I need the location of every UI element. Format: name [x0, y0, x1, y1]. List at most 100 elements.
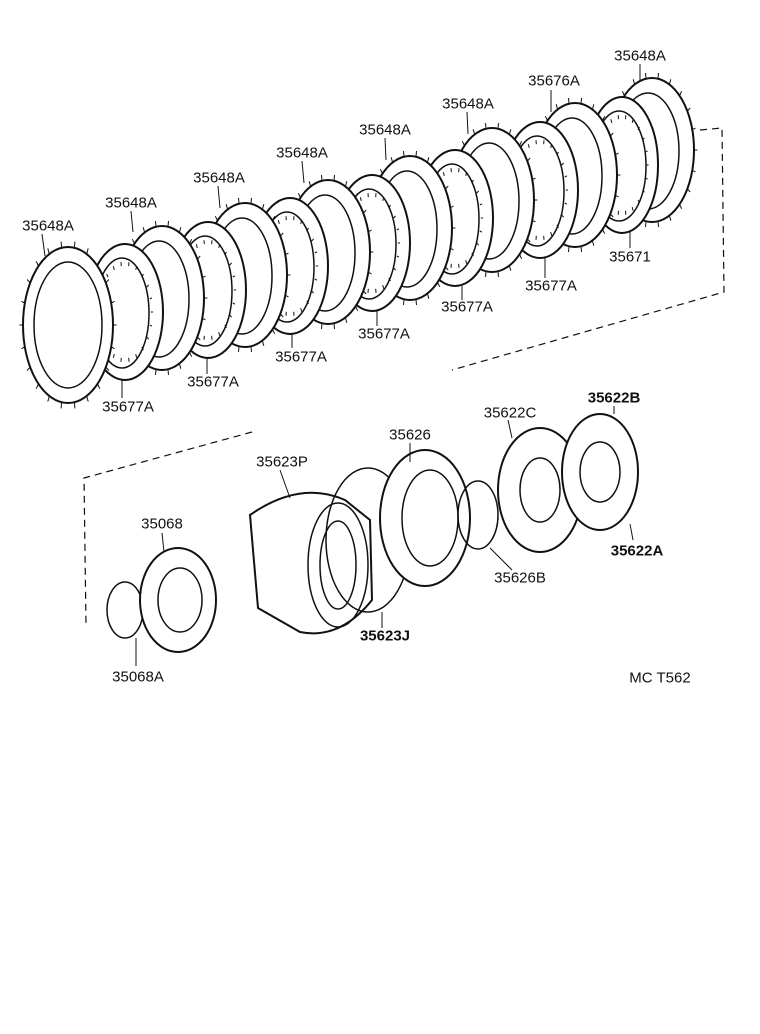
- spline-tooth: [471, 179, 474, 184]
- label-drum-seal: 35623J: [359, 627, 411, 645]
- spline-tooth: [591, 104, 595, 110]
- spline-tooth: [415, 299, 417, 306]
- label-clutch-disc-5: 35648A: [359, 121, 411, 139]
- spline-tooth: [437, 282, 441, 288]
- spline-tooth: [142, 227, 146, 233]
- spline-tooth: [362, 290, 367, 295]
- spline-tooth: [297, 192, 301, 198]
- spline-tooth: [146, 336, 150, 340]
- spline-tooth: [189, 352, 193, 358]
- spline-tooth: [202, 275, 206, 279]
- label-one-way-clutch: 35068: [141, 515, 183, 533]
- spline-tooth: [229, 314, 233, 318]
- spline-tooth: [86, 248, 89, 255]
- spline-tooth: [35, 261, 39, 267]
- spline-tooth: [642, 189, 645, 193]
- spline-tooth: [300, 307, 303, 312]
- label-clutch-drum: 35623P: [256, 453, 308, 471]
- spline-tooth: [250, 197, 252, 204]
- spline-tooth: [444, 185, 449, 190]
- spline-tooth: [60, 402, 63, 409]
- label-clutch-disc-7: 35648A: [614, 47, 666, 65]
- spline-tooth: [355, 192, 359, 198]
- spline-tooth: [668, 215, 672, 221]
- spline-tooth: [561, 162, 565, 166]
- spline-tooth: [261, 340, 265, 346]
- spline-tooth: [561, 214, 565, 218]
- spline-tooth: [311, 290, 315, 294]
- upper-leaders: [41, 64, 641, 398]
- spline-tooth: [26, 366, 31, 371]
- spline-tooth: [519, 254, 523, 260]
- label-clutch-plate-2: 35677A: [187, 373, 239, 391]
- spline-tooth: [73, 402, 76, 409]
- spline-tooth: [556, 151, 559, 156]
- spline-tooth: [229, 262, 233, 266]
- spline-tooth: [306, 300, 309, 305]
- spline-tooth: [645, 177, 648, 180]
- spline-tooth: [609, 213, 614, 218]
- spline-tooth: [556, 224, 559, 229]
- spline-tooth: [508, 129, 512, 135]
- one-way-clutch-part: [139, 532, 217, 653]
- spline-tooth: [564, 202, 568, 205]
- spline-tooth: [568, 97, 570, 104]
- spline-tooth: [621, 90, 625, 96]
- label-clutch-plate-4: 35677A: [358, 325, 410, 343]
- spline-tooth: [692, 127, 696, 131]
- spline-tooth: [225, 204, 229, 210]
- spline-tooth: [437, 168, 441, 174]
- spline-tooth: [308, 181, 312, 187]
- spline-tooth: [306, 227, 309, 232]
- spline-tooth: [178, 363, 182, 369]
- spline-tooth: [465, 172, 468, 177]
- spline-tooth: [479, 230, 483, 233]
- spline-tooth: [564, 175, 568, 178]
- spline-tooth: [544, 115, 548, 121]
- figure-code: MC T562: [629, 669, 691, 687]
- spline-tooth: [214, 215, 218, 221]
- spline-tooth: [580, 246, 582, 253]
- spline-tooth: [314, 278, 318, 281]
- spline-tooth: [285, 252, 289, 256]
- spline-tooth: [232, 275, 236, 278]
- spline-tooth: [47, 248, 50, 255]
- spline-tooth: [657, 72, 659, 79]
- spline-tooth: [279, 232, 284, 237]
- spline-tooth: [97, 261, 101, 267]
- spline-tooth: [591, 240, 595, 246]
- spline-tooth: [321, 174, 323, 181]
- spline-tooth: [602, 115, 606, 121]
- piston-seal-part: [497, 419, 583, 553]
- spline-tooth: [497, 271, 499, 278]
- spline-tooth: [272, 215, 276, 221]
- spline-tooth: [149, 297, 153, 300]
- spline-tooth: [155, 220, 157, 227]
- spline-tooth: [471, 252, 474, 257]
- spline-tooth: [195, 244, 198, 249]
- spline-tooth: [645, 150, 648, 153]
- spline-tooth: [261, 204, 265, 210]
- spline-tooth: [645, 221, 647, 228]
- spline-tooth: [155, 369, 157, 376]
- thrust-washer-part: [561, 406, 639, 541]
- spline-tooth: [106, 273, 109, 278]
- spline-tooth: [396, 255, 400, 258]
- clutch-pack: [19, 72, 698, 409]
- spline-tooth: [277, 220, 280, 225]
- spline-tooth: [476, 242, 480, 246]
- spline-tooth: [110, 346, 115, 350]
- spline-tooth: [167, 220, 169, 227]
- spline-tooth: [232, 302, 236, 305]
- spline-tooth: [86, 395, 89, 402]
- spline-tooth: [555, 104, 559, 110]
- spline-tooth: [415, 150, 417, 157]
- label-clutch-disc-4: 35648A: [276, 144, 328, 162]
- spline-tooth: [393, 215, 397, 219]
- spline-tooth: [615, 194, 619, 198]
- spline-tooth: [472, 129, 476, 135]
- spline-tooth: [368, 229, 372, 233]
- spline-tooth: [609, 132, 614, 137]
- spline-tooth: [35, 383, 39, 389]
- spline-tooth: [47, 395, 50, 402]
